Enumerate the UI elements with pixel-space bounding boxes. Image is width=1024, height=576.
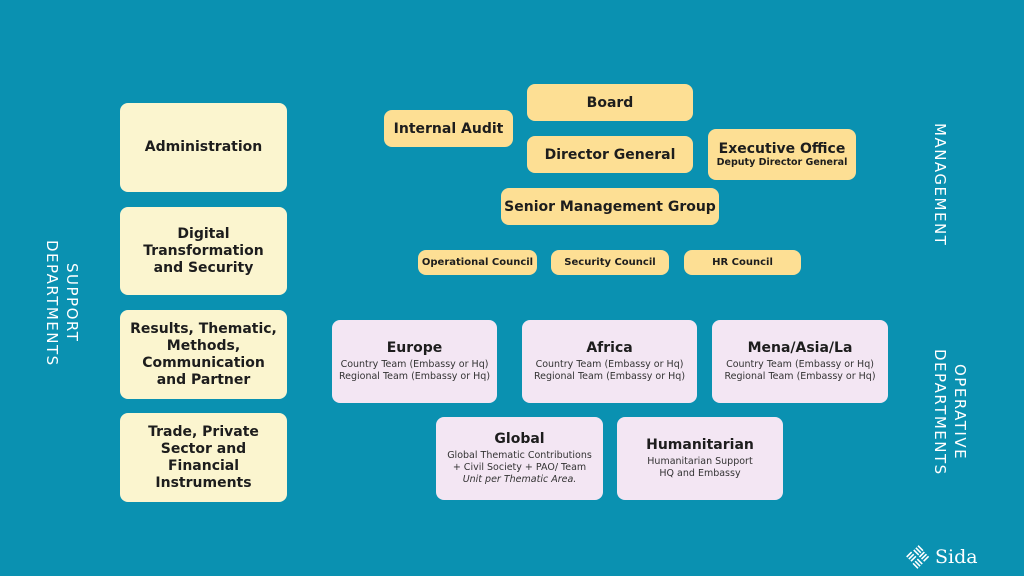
dept-line: Country Team (Embassy or Hq)	[726, 359, 874, 370]
dept-line: Regional Team (Embassy or Hq)	[724, 371, 876, 382]
dept-line: HQ and Embassy	[659, 468, 741, 479]
support-digital-transformation: Digital Transformation and Security	[120, 207, 287, 295]
support-results-thematic: Results, Thematic, Methods, Communicatio…	[120, 310, 287, 399]
support-trade: Trade, Private Sector and Financial Inst…	[120, 413, 287, 502]
hr-council-box: HR Council	[684, 250, 801, 275]
sida-logo: Sida	[905, 544, 978, 570]
executive-office-title: Executive Office	[718, 141, 846, 157]
dept-title: Humanitarian	[646, 437, 754, 453]
dept-line: Global Thematic Contributions	[447, 450, 592, 461]
security-council-box: Security Council	[551, 250, 669, 275]
dept-line: Unit per Thematic Area.	[462, 474, 577, 485]
dept-line: Regional Team (Embassy or Hq)	[338, 371, 491, 382]
internal-audit-box: Internal Audit	[384, 110, 513, 147]
operational-council-box: Operational Council	[418, 250, 537, 275]
dept-title: Africa	[586, 340, 633, 356]
executive-office-box: Executive Office Deputy Director General	[708, 129, 856, 180]
dept-line: Humanitarian Support	[647, 456, 753, 467]
executive-office-sub: Deputy Director General	[716, 157, 848, 168]
support-departments-label: SUPPORT DEPARTMENTS	[43, 239, 81, 367]
sida-logo-icon	[906, 545, 930, 569]
dept-title: Mena/Asia/La	[747, 340, 853, 356]
board-box: Board	[527, 84, 693, 121]
humanitarian-box: Humanitarian Humanitarian Support HQ and…	[617, 417, 783, 500]
dept-line: Regional Team (Embassy or Hq)	[533, 371, 686, 382]
management-label: MANAGEMENT	[931, 123, 949, 247]
dept-title: Global	[494, 431, 545, 447]
mena-asia-la-box: Mena/Asia/La Country Team (Embassy or Hq…	[712, 320, 888, 403]
dept-line: Country Team (Embassy or Hq)	[535, 359, 684, 370]
director-general-box: Director General	[527, 136, 693, 173]
africa-box: Africa Country Team (Embassy or Hq) Regi…	[522, 320, 697, 403]
global-box: Global Global Thematic Contributions + C…	[436, 417, 603, 500]
dept-line: Country Team (Embassy or Hq)	[340, 359, 489, 370]
dept-title: Europe	[386, 340, 443, 356]
sida-logo-text: Sida	[935, 546, 978, 568]
europe-box: Europe Country Team (Embassy or Hq) Regi…	[332, 320, 497, 403]
support-administration: Administration	[120, 103, 287, 192]
operative-departments-label: OPERATIVE DEPARTMENTS	[931, 348, 969, 476]
dept-line: + Civil Society + PAO/ Team	[452, 462, 587, 473]
senior-management-group-box: Senior Management Group	[501, 188, 719, 225]
